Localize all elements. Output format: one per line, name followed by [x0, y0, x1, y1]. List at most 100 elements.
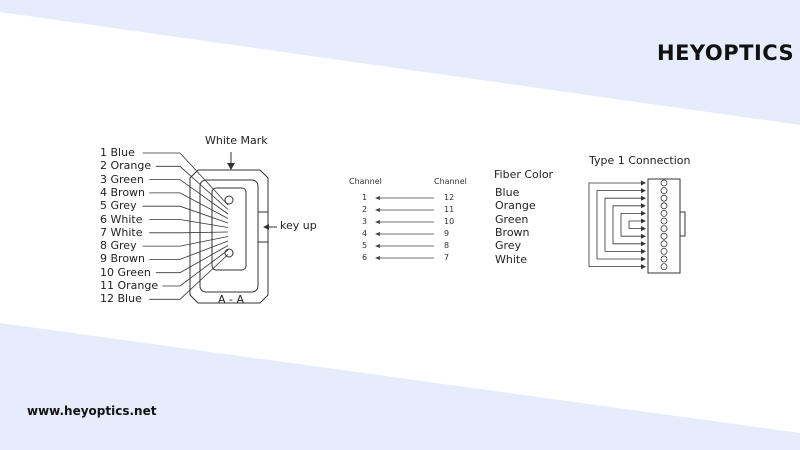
fiber-color-item: White — [495, 252, 527, 266]
channel-right: 12 — [444, 193, 455, 202]
type1-arrowhead — [641, 180, 646, 186]
type1-fiber-position — [660, 255, 668, 263]
type1-arrowhead — [641, 256, 646, 262]
type1-fiber-position — [660, 202, 668, 210]
type1-connection-line — [612, 205, 641, 245]
channel-left: 5 — [362, 241, 368, 250]
fiber-label: 12 Blue — [100, 292, 142, 306]
type1-connection-line — [596, 190, 641, 260]
fiber-leader-line — [149, 240, 229, 260]
channel-left: 3 — [362, 217, 368, 226]
type1-connection-line — [628, 220, 641, 230]
fiber-leader-line — [149, 192, 229, 219]
type1-fiber-position — [660, 232, 668, 240]
fiber-label: 2 Orange — [100, 159, 152, 173]
fiber-leader-lines — [142, 152, 229, 300]
channel-right: 9 — [444, 229, 450, 238]
fiber-leader-line — [142, 205, 229, 224]
fiber-label: 1 Blue — [100, 146, 135, 159]
fiber-leader-line — [149, 179, 229, 215]
channel-left: 1 — [362, 193, 368, 202]
fiber-leader-line — [155, 245, 229, 274]
channel-header-left: Channel — [349, 177, 382, 186]
channel-left: 2 — [362, 205, 368, 214]
type1-fiber-position — [660, 194, 668, 202]
fiber-color-item: Green — [495, 212, 529, 226]
type1-connection-lines — [588, 180, 646, 270]
fiber-label: 3 Green — [100, 172, 144, 186]
fiber-color-item: Blue — [495, 186, 520, 199]
fiber-leader-line — [142, 236, 229, 247]
channel-right: 7 — [444, 253, 450, 262]
fiber-leader-line — [162, 249, 229, 287]
type1-arrowhead — [641, 218, 646, 224]
channel-arrowhead — [375, 208, 380, 212]
fiber-label: 8 Grey — [100, 239, 137, 253]
type1-arrowhead — [641, 241, 646, 247]
fiber-label: 5 Grey — [100, 199, 137, 213]
type1-fiber-position — [660, 247, 668, 255]
type1-connection-line — [620, 212, 641, 237]
type1-arrowhead — [641, 195, 646, 201]
white-mark-arrow — [227, 163, 235, 170]
type1-connection-line — [588, 182, 641, 268]
brand-logo: HEYOPTICS — [657, 41, 795, 65]
type1-fiber-positions — [660, 179, 668, 271]
type1-fiber-position — [660, 179, 668, 187]
channel-arrowhead — [375, 220, 380, 224]
fiber-color-item: Grey — [495, 239, 522, 253]
fiber-leader-line — [155, 165, 229, 210]
fiber-leader-line — [149, 254, 229, 300]
type1-arrowhead — [641, 264, 646, 270]
fiber-color-item: Brown — [495, 225, 530, 239]
fiber-color-title: Fiber Color — [494, 168, 554, 181]
channel-arrowhead — [375, 232, 380, 236]
channel-right: 8 — [444, 241, 450, 250]
type1-fiber-position — [660, 240, 668, 248]
connector-outer-housing — [189, 169, 269, 304]
fiber-leader-line — [149, 231, 229, 234]
fiber-leader-line — [149, 219, 229, 228]
type1-arrowhead — [641, 233, 646, 239]
fiber-label: 6 White — [100, 212, 143, 226]
fiber-leader-line — [142, 152, 229, 206]
type1-title: Type 1 Connection — [589, 154, 691, 167]
fiber-label: 4 Brown — [100, 185, 146, 199]
type1-arrowhead — [641, 203, 646, 209]
type1-fiber-position — [660, 187, 668, 195]
fiber-label: 7 White — [100, 225, 143, 239]
channel-right: 11 — [444, 205, 455, 214]
type1-arrowhead — [641, 226, 646, 232]
type1-arrowhead — [641, 210, 646, 216]
fiber-label: 9 Brown — [100, 252, 146, 266]
channel-arrowhead — [375, 196, 380, 200]
key-up-arrow — [263, 224, 269, 230]
type1-fiber-position — [660, 209, 668, 217]
type1-arrowhead — [641, 248, 646, 254]
guide-pin-bottom — [224, 248, 234, 258]
channel-left: 6 — [362, 253, 368, 262]
key-up-label: key up — [280, 219, 317, 232]
guide-pin-top — [224, 195, 234, 205]
type1-key — [679, 211, 686, 237]
fiber-color-item: Orange — [495, 199, 536, 213]
fiber-label: 11 Orange — [100, 279, 159, 292]
channel-arrowhead — [375, 256, 380, 260]
channel-left: 4 — [362, 229, 368, 238]
website-link[interactable]: www.heyoptics.net — [27, 404, 157, 418]
channel-right: 10 — [444, 217, 455, 226]
connector-ferrule-inner — [211, 187, 247, 271]
channel-arrowhead — [375, 244, 380, 248]
type1-connection-line — [604, 197, 641, 252]
type1-fiber-position — [660, 217, 668, 225]
type1-arrowhead — [641, 188, 646, 194]
white-mark-label: White Mark — [205, 134, 268, 147]
channel-header-right: Channel — [434, 177, 467, 186]
fiber-label: 10 Green — [100, 265, 151, 279]
type1-fiber-position — [660, 263, 668, 271]
